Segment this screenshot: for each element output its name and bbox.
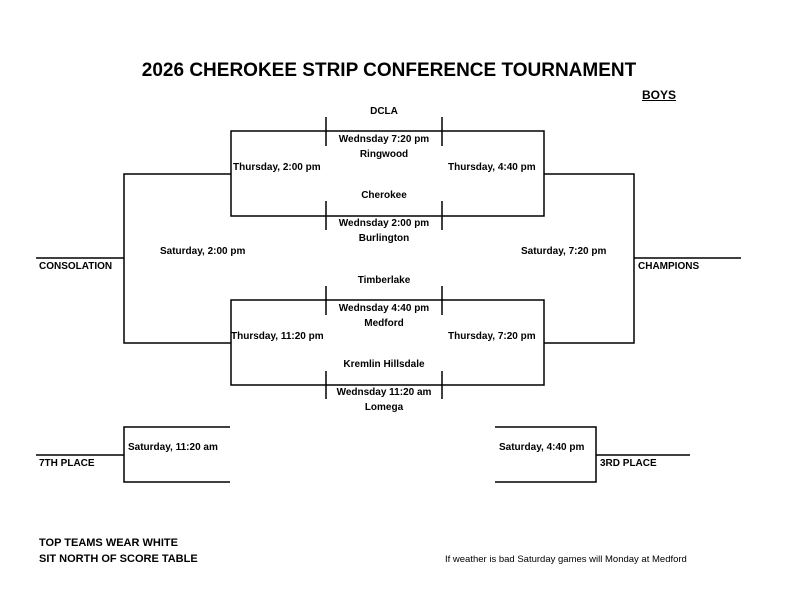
division-label: BOYS [642, 88, 677, 102]
third-place-label: 3RD PLACE [600, 458, 657, 469]
championship-semi-time: Thursday, 4:40 pm [448, 162, 536, 173]
champions-label: CHAMPIONS [638, 261, 700, 272]
note-line-2: SIT NORTH OF SCORE TABLE [39, 553, 198, 565]
team-top: Timberlake [357, 275, 411, 286]
game-time: Wednsday 4:40 pm [338, 303, 430, 314]
championship-semi-time: Thursday, 7:20 pm [448, 331, 536, 342]
third-place-time: Saturday, 4:40 pm [499, 442, 585, 453]
seventh-place-time: Saturday, 11:20 am [128, 442, 218, 453]
team-bottom: Ringwood [359, 149, 409, 160]
consolation-semi-time: Thursday, 2:00 pm [233, 162, 321, 173]
team-bottom: Medford [364, 318, 404, 329]
championship-final-time: Saturday, 7:20 pm [521, 246, 607, 257]
game-time: Wednsday 2:00 pm [338, 218, 430, 229]
consolation-final-time: Saturday, 2:00 pm [160, 246, 246, 257]
team-top: Cherokee [361, 190, 407, 201]
third-place-bracket [495, 426, 597, 483]
game-time: Wednsday 11:20 am [336, 387, 432, 398]
championship-final-bracket [544, 173, 635, 344]
seventh-place-label: 7TH PLACE [39, 458, 95, 469]
team-bottom: Lomega [364, 402, 404, 413]
team-top: Kremlin Hillsdale [343, 359, 425, 370]
consolation-label: CONSOLATION [39, 261, 113, 272]
consolation-semi-time: Thursday, 11:20 pm [231, 331, 324, 342]
note-line-1: TOP TEAMS WEAR WHITE [39, 537, 178, 549]
game-time: Wednsday 7:20 pm [338, 134, 430, 145]
team-bottom: Burlington [358, 233, 410, 244]
page-title: 2026 CHEROKEE STRIP CONFERENCE TOURNAMEN… [141, 60, 637, 81]
team-top: DCLA [370, 106, 398, 117]
consolation-final-bracket [123, 173, 231, 344]
weather-note: If weather is bad Saturday games will Mo… [445, 554, 687, 565]
seventh-place-bracket [123, 426, 230, 483]
